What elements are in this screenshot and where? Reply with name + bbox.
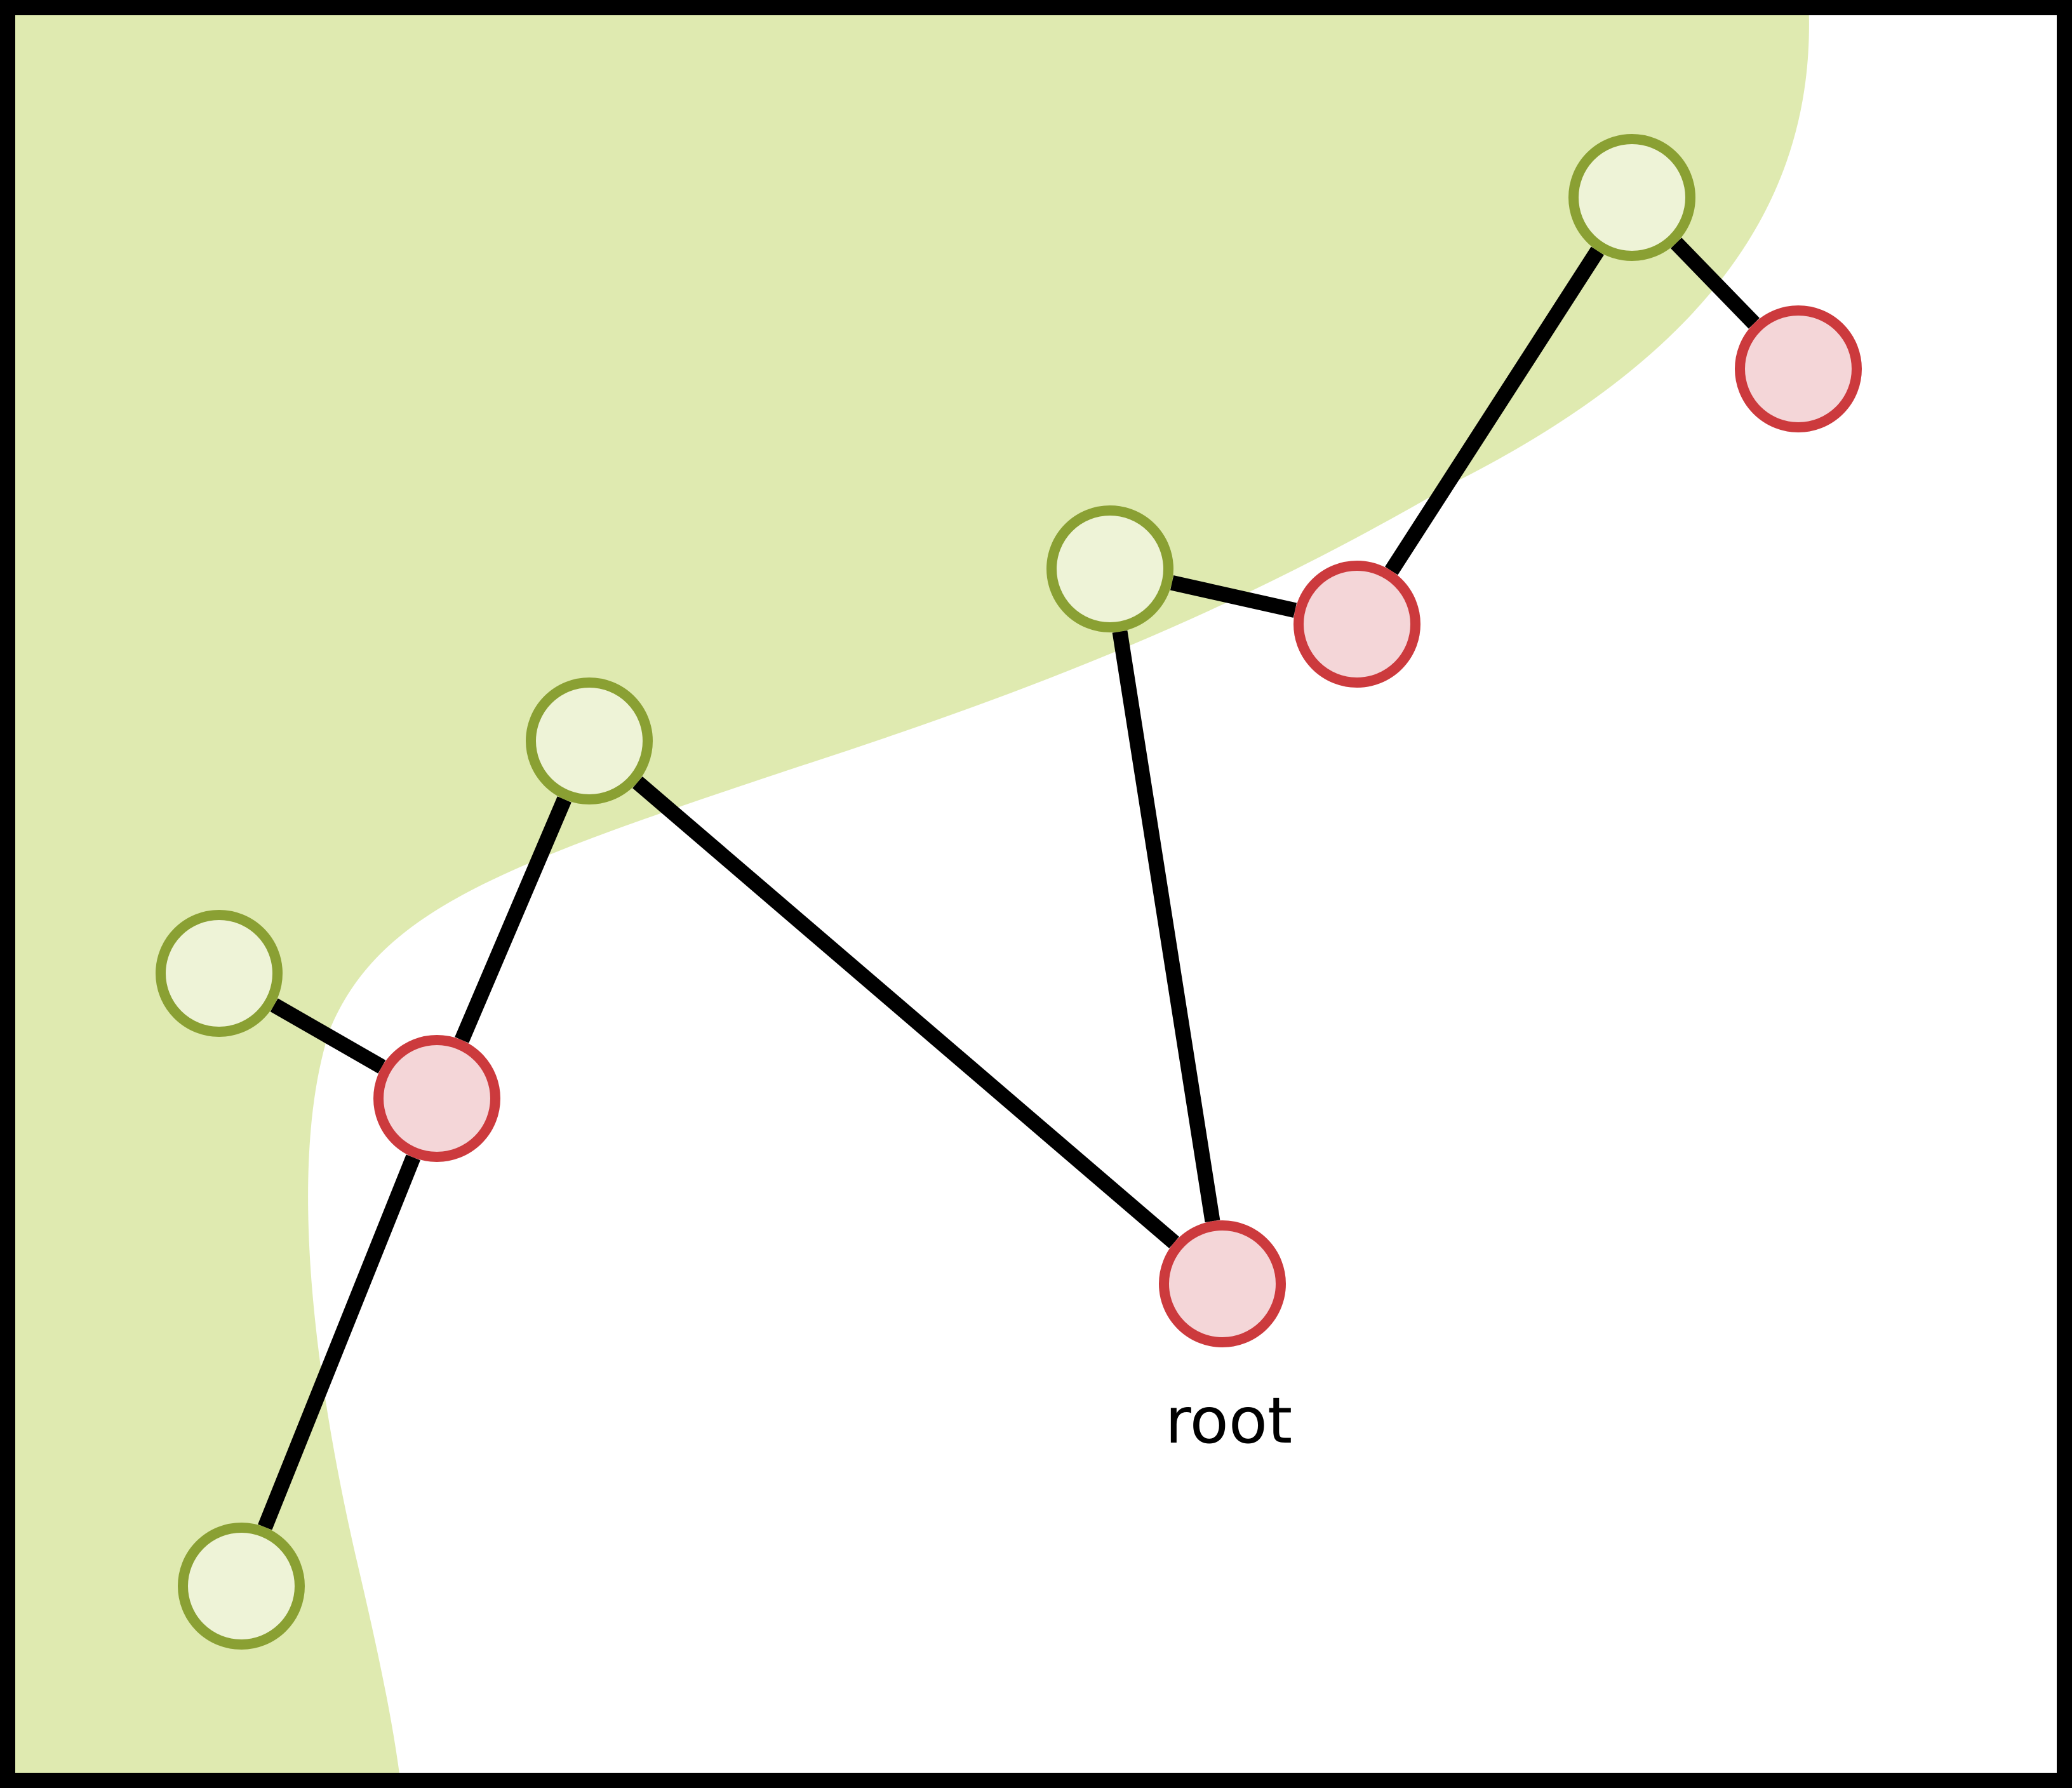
red-node-r3 bbox=[1735, 305, 1862, 432]
green-node-g1 bbox=[156, 910, 283, 1037]
edge-g4-r2 bbox=[1170, 575, 1297, 618]
green-node-g4 bbox=[1046, 505, 1173, 632]
labels-layer: root bbox=[1165, 1384, 1293, 1458]
root-node bbox=[1159, 1220, 1286, 1347]
edge-g5-r3 bbox=[1671, 237, 1760, 329]
edges-layer bbox=[258, 237, 1760, 1530]
edge-root-g2 bbox=[632, 776, 1179, 1249]
root-label: root bbox=[1165, 1384, 1293, 1458]
green-node-g5 bbox=[1568, 134, 1695, 261]
green-node-g2 bbox=[526, 677, 653, 804]
edge-r1-g3 bbox=[258, 1154, 420, 1530]
edge-root-g4 bbox=[1112, 630, 1220, 1223]
edge-g2-r1 bbox=[455, 796, 571, 1043]
edge-r2-g5 bbox=[1385, 246, 1604, 575]
green-node-g3 bbox=[178, 1523, 305, 1650]
nodes-layer bbox=[156, 134, 1862, 1650]
shaded-region bbox=[0, 0, 1809, 1788]
edge-r1-g1 bbox=[270, 998, 386, 1074]
red-node-r1 bbox=[373, 1035, 500, 1162]
red-node-r2 bbox=[1293, 561, 1420, 688]
